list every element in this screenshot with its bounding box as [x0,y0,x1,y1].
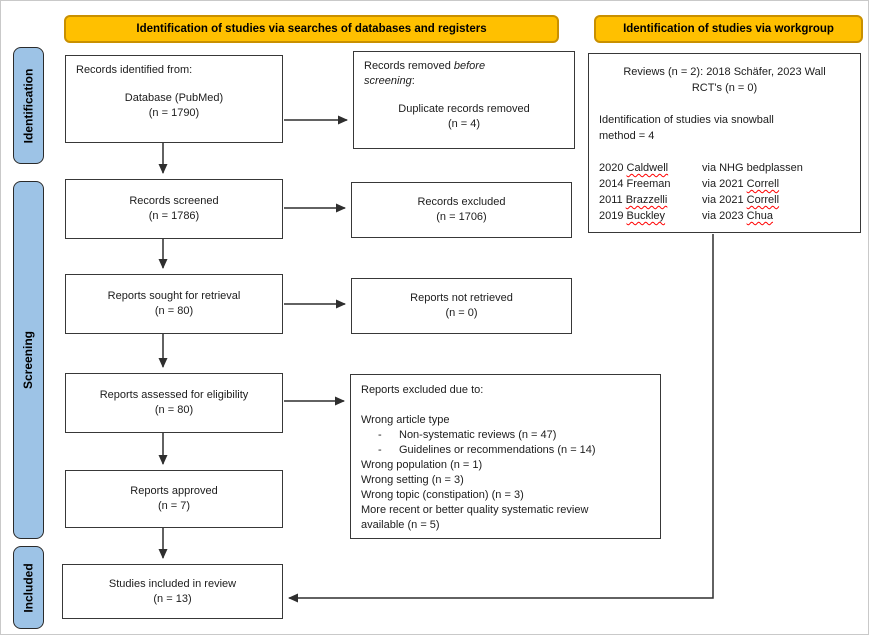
bullet-dash: - [378,444,382,456]
excluded-reason-nonsystematic: Non-systematic reviews (n = 47) [399,429,557,441]
box-workgroup-studies: Reviews (n = 2): 2018 Schäfer, 2023 Wall… [588,53,861,233]
box-records-removed: Records removed before screening: Duplic… [353,51,575,149]
excluded-reason-guidelines: Guidelines or recommendations (n = 14) [399,444,596,456]
stage-tab-identification-label: Identification [21,68,36,143]
study-year-name: 2011 Brazzelli [599,194,668,206]
reports-sought-label: Reports sought for retrieval [107,290,241,302]
excluded-reason-bullet-1: - Non-systematic reviews (n = 47) [361,428,650,443]
spacer [364,89,564,102]
stage-tab-screening: Screening [13,181,44,539]
reports-assessed-count: (n = 80) [154,404,194,416]
stage-tab-included: Included [13,546,44,629]
reports-sought-count: (n = 80) [154,305,194,317]
records-screened-count: (n = 1786) [148,210,200,222]
records-removed-italic: before screening [364,60,486,87]
reports-assessed-label: Reports assessed for eligibility [99,389,249,401]
excluded-reason-setting: Wrong setting (n = 3) [361,474,464,486]
workgroup-reviews-line1: Reviews (n = 2): 2018 Schäfer, 2023 Wall [623,66,826,78]
workgroup-snowball-line2: method = 4 [599,130,655,142]
box-excluded-reasons: Reports excluded due to: Wrong article t… [350,374,661,539]
study-via: via 2021 Correll [702,178,780,190]
studies-included-count: (n = 13) [153,592,192,605]
duplicates-removed-count: (n = 4) [447,118,481,130]
excluded-reason-bullet-2: - Guidelines or recommendations (n = 14) [361,443,650,458]
study-year-name: 2019 Buckley [599,210,666,222]
duplicates-removed-label: Duplicate records removed [398,103,530,115]
excluded-reasons-title: Reports excluded due to: [361,384,484,396]
box-reports-sought: Reports sought for retrieval (n = 80) [65,274,283,334]
study-via: via 2021 Correll [702,194,780,206]
excluded-reason-topic: Wrong topic (constipation) (n = 3) [361,489,524,501]
workgroup-study-row-1: 2020 Caldwell via NHG bedplassen [599,160,850,176]
study-via: via NHG bedplassen [702,162,803,174]
reports-approved-count: (n = 7) [157,500,191,512]
spacer [76,78,272,91]
study-via: via 2023 Chua [702,210,773,222]
records-identified-heading: Records identified from: [76,64,193,76]
spacer [599,144,850,160]
records-identified-count: (n = 1790) [148,107,200,119]
records-screened-label: Records screened [129,195,219,207]
box-records-excluded: Records excluded (n = 1706) [351,182,572,238]
records-removed-heading: Records removed before screening: [364,60,486,87]
spacer [361,398,650,413]
records-excluded-label: Records excluded [417,196,506,208]
box-reports-assessed: Reports assessed for eligibility (n = 80… [65,373,283,433]
workgroup-reviews-line2: RCT's (n = 0) [691,82,758,94]
stage-tab-screening-label: Screening [21,330,36,390]
banner-databases-registers: Identification of studies via searches o… [64,15,559,43]
spacer [599,96,850,112]
box-records-identified: Records identified from: Database (PubMe… [65,55,283,143]
records-identified-source: Database (PubMed) [124,92,224,104]
study-year-name: 2020 Caldwell [599,162,669,174]
bullet-dash: - [378,429,382,441]
reports-not-retrieved-label: Reports not retrieved [410,292,513,304]
reports-not-retrieved-count: (n = 0) [445,307,478,319]
box-studies-included: Studies included in review (n = 13) [62,564,283,619]
stage-tab-included-label: Included [21,562,36,613]
box-reports-approved: Reports approved (n = 7) [65,470,283,528]
box-records-screened: Records screened (n = 1786) [65,179,283,239]
workgroup-study-row-3: 2011 Brazzelli via 2021 Correll [599,192,850,208]
workgroup-snowball-line1: Identification of studies via snowball [599,114,774,126]
study-year-name: 2014 Freeman [599,178,671,190]
banner-databases-label: Identification of studies via searches o… [136,23,487,35]
stage-tab-identification: Identification [13,47,44,164]
excluded-reason-recent-1: More recent or better quality systematic… [361,504,589,516]
studies-included-label: Studies included in review [108,577,237,590]
workgroup-study-row-4: 2019 Buckley via 2023 Chua [599,208,850,224]
records-excluded-count: (n = 1706) [436,211,487,223]
excluded-reason-article-type: Wrong article type [361,414,450,426]
excluded-reason-recent-2: available (n = 5) [361,519,440,531]
reports-approved-label: Reports approved [130,485,218,497]
banner-workgroup: Identification of studies via workgroup [594,15,863,43]
workgroup-study-row-2: 2014 Freeman via 2021 Correll [599,176,850,192]
excluded-reason-population: Wrong population (n = 1) [361,459,483,471]
banner-workgroup-label: Identification of studies via workgroup [623,23,834,35]
box-reports-not-retrieved: Reports not retrieved (n = 0) [351,278,572,334]
